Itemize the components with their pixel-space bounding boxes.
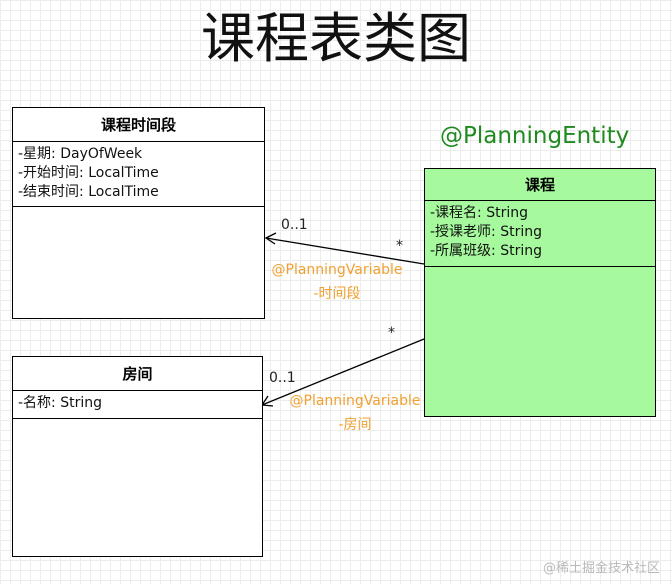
- association-line-lesson-room: [261, 338, 425, 406]
- association-line-lesson-timeslot: [265, 237, 425, 265]
- class-lesson[interactable]: 课程 -课程名: String -授课老师: String -所属班级: Str…: [424, 168, 656, 417]
- room-source-multiplicity: *: [388, 325, 395, 341]
- attribute: -结束时间: LocalTime: [18, 184, 159, 200]
- timeslot-planning-variable: @PlanningVariable: [271, 262, 403, 278]
- timeslot-target-multiplicity: 0..1: [281, 217, 308, 233]
- class-room[interactable]: 房间 -名称: String: [12, 356, 263, 557]
- class-lesson-attributes: -课程名: String -授课老师: String -所属班级: String: [425, 201, 655, 267]
- timeslot-role-name: -时间段: [313, 286, 361, 302]
- planning-entity-stereotype: @PlanningEntity: [440, 123, 630, 149]
- class-timeslot[interactable]: 课程时间段 -星期: DayOfWeek -开始时间: LocalTime -结…: [12, 107, 265, 319]
- class-timeslot-name: 课程时间段: [13, 108, 264, 142]
- attribute: -开始时间: LocalTime: [18, 165, 159, 181]
- room-role-name: -房间: [338, 417, 372, 433]
- attribute: -所属班级: String: [430, 243, 542, 259]
- room-planning-variable: @PlanningVariable: [289, 393, 421, 409]
- class-room-attributes: -名称: String: [13, 391, 262, 419]
- class-timeslot-attributes: -星期: DayOfWeek -开始时间: LocalTime -结束时间: L…: [13, 142, 264, 207]
- diagram-title: 课程表类图: [201, 7, 471, 70]
- attribute: -授课老师: String: [430, 224, 542, 240]
- room-target-multiplicity: 0..1: [269, 370, 296, 386]
- arrowhead-timeslot: [264, 232, 277, 245]
- attribute: -课程名: String: [430, 205, 528, 221]
- timeslot-source-multiplicity: *: [396, 238, 403, 254]
- attribute: -星期: DayOfWeek: [18, 146, 143, 162]
- room-association-annotation: @PlanningVariable -房间: [280, 389, 430, 437]
- timeslot-association-annotation: @PlanningVariable -时间段: [262, 258, 412, 306]
- watermark: @稀土掘金技术社区: [542, 561, 660, 576]
- attribute: -名称: String: [18, 395, 102, 411]
- class-lesson-name: 课程: [425, 169, 655, 201]
- class-room-name: 房间: [13, 357, 262, 391]
